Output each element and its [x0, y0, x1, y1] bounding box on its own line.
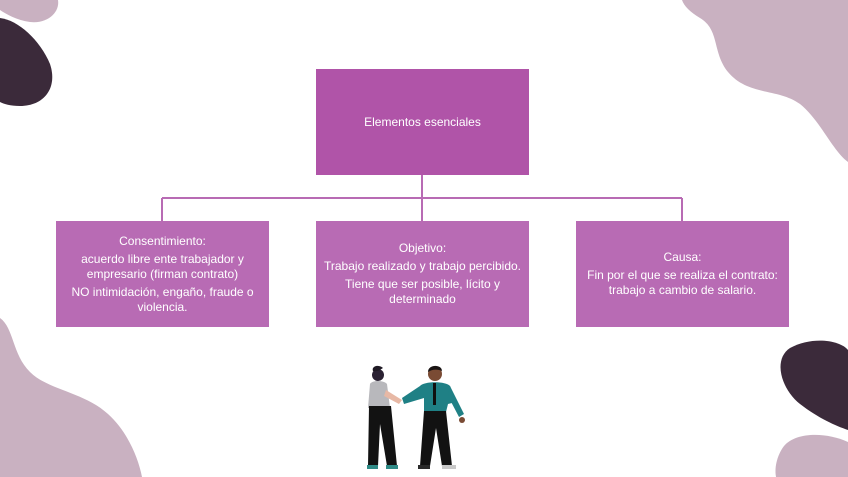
child-node-line: Tiene que ser posible, lícito y determin…	[345, 277, 500, 306]
root-node-label: Elementos esenciales	[364, 114, 481, 129]
blob-top-left-dark	[0, 18, 53, 106]
root-node: Elementos esenciales	[316, 69, 529, 175]
man-figure-icon	[402, 365, 465, 469]
child-node-objetivo: Objetivo: Trabajo realizado y trabajo pe…	[316, 221, 529, 327]
child-node-title: Objetivo:	[398, 241, 447, 255]
child-node-line: acuerdo libre ente trabajador y empresar…	[81, 251, 244, 281]
child-node-line: NO intimidación, engaño, fraude o violen…	[71, 284, 254, 314]
blob-bottom-right-light	[775, 434, 848, 477]
blob-top-left-light	[0, 0, 59, 23]
child-node-line: Trabajo realizado y trabajo percibido.	[324, 259, 521, 273]
blob-top-right-light	[682, 0, 848, 162]
child-node-title: Causa:	[663, 250, 702, 264]
blob-bottom-right-dark	[780, 340, 848, 430]
child-node-causa: Causa: Fin por el que se realiza el cont…	[576, 221, 789, 327]
child-node-line: Fin por el que se realiza el contrato: t…	[587, 268, 778, 297]
child-node-title: Consentimiento:	[119, 233, 206, 248]
child-node-consentimiento: Consentimiento: acuerdo libre ente traba…	[56, 221, 269, 327]
blob-bottom-left-light	[0, 318, 142, 477]
woman-figure-icon	[367, 365, 402, 469]
